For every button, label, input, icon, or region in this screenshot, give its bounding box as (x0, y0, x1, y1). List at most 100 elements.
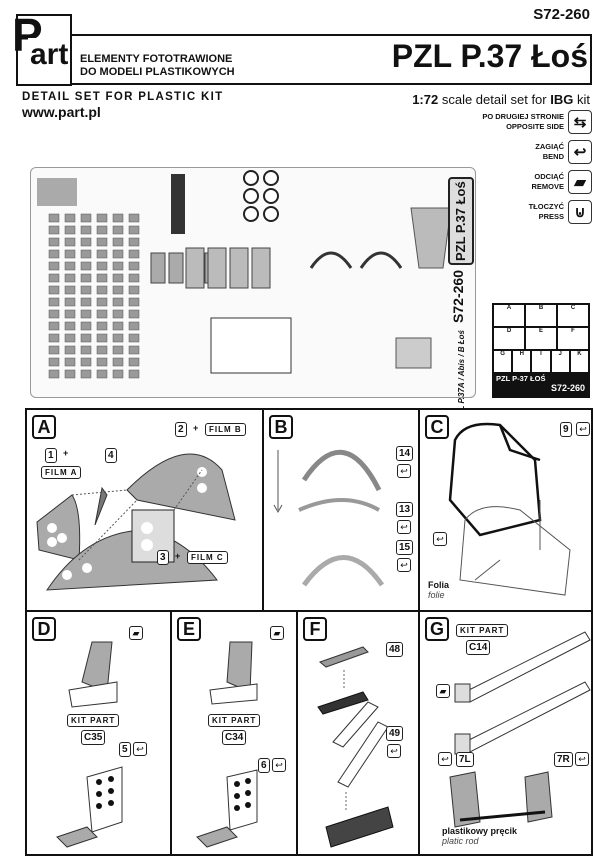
step-g: G KIT PART C14 ▰ ↩ 7L 7R ↩ plastikowy pr… (418, 610, 593, 856)
sheet-map-cell: I (532, 351, 550, 372)
fret-part (185, 247, 205, 289)
fret-part (263, 170, 279, 186)
fret-part (80, 309, 92, 319)
remove-icon: ▰ (436, 684, 450, 698)
remove-icon: ▰ (129, 626, 143, 640)
fret-part (80, 261, 92, 271)
fret-part (64, 213, 76, 223)
fret-part (48, 213, 60, 223)
sheet-map-cell: B (526, 305, 556, 326)
fret-part (96, 345, 108, 355)
fret-part (48, 369, 60, 379)
remove-icon: ▰ (270, 626, 284, 640)
bend-icon: ↩ (133, 742, 147, 756)
fret-part (48, 249, 60, 259)
fret-part (48, 321, 60, 331)
fret-part (243, 170, 259, 186)
fret-part (128, 237, 140, 247)
fret-part (96, 321, 108, 331)
fret-part (80, 285, 92, 295)
step-label: G (425, 617, 449, 641)
fret-part (168, 252, 184, 284)
website-link[interactable]: www.part.pl (22, 104, 101, 120)
fret-part (96, 357, 108, 367)
fret-name-plate: PZL P.37 Łoś (448, 177, 474, 265)
fret-part (80, 357, 92, 367)
fret-part (64, 225, 76, 235)
fret-part (96, 225, 108, 235)
fret-part (48, 225, 60, 235)
step-label: E (177, 617, 201, 641)
fret-part (128, 249, 140, 259)
fret-part (309, 251, 353, 269)
fret-part (96, 213, 108, 223)
fret-part (243, 206, 259, 222)
sheet-map-cell: K (570, 351, 589, 372)
fret-part (48, 309, 60, 319)
fret-part (128, 285, 140, 295)
fret-part (48, 345, 60, 355)
fret-part (96, 237, 108, 247)
fret-part (128, 213, 140, 223)
fret-part (128, 357, 140, 367)
sheet-map-cell: F (558, 328, 588, 349)
fret-part (48, 297, 60, 307)
fret-part (80, 297, 92, 307)
fret-part (112, 321, 124, 331)
fret-part (80, 333, 92, 343)
seat-drawing (196, 641, 258, 848)
fret-part (263, 206, 279, 222)
fret-part (80, 369, 92, 379)
fret-part (112, 333, 124, 343)
page-title: PZL P.37 Łoś (391, 38, 588, 74)
fret-part (128, 321, 140, 331)
fret-part (64, 309, 76, 319)
fret-part (128, 345, 140, 355)
fret-part (64, 345, 76, 355)
fret-part (410, 207, 452, 269)
fret-part (251, 247, 271, 289)
sheet-map-cell: D (494, 328, 524, 349)
fret-part (210, 317, 292, 374)
sheet-map-cell: E (526, 328, 556, 349)
detail-set-text: DETAIL SET FOR PLASTIC KIT (22, 91, 224, 103)
fret-part (263, 188, 279, 204)
header-rule-right (590, 34, 592, 85)
fret-part (64, 369, 76, 379)
step-label: B (269, 415, 293, 439)
fret-part (64, 357, 76, 367)
bend-icon: ↩ (397, 464, 411, 478)
step-e: E ▰ KIT PART C34 6 ↩ (170, 610, 298, 856)
fret-part (112, 213, 124, 223)
fret-parts-drawing (37, 170, 452, 379)
fret-part (128, 225, 140, 235)
fret-part (48, 261, 60, 271)
photoetch-fret (30, 167, 476, 398)
fret-part (243, 188, 259, 204)
fret-part (395, 337, 432, 369)
fret-part (112, 297, 124, 307)
fret-part (48, 357, 60, 367)
fret-part (48, 285, 60, 295)
part-logo: P art (12, 9, 72, 86)
step-a: A 1 + FILM A 4 2 + FILM B 3 + FILM C (25, 408, 264, 612)
fret-part (64, 249, 76, 259)
fret-part (150, 252, 166, 284)
sheet-map-cell: H (513, 351, 531, 372)
fret-part (112, 345, 124, 355)
fret-part (80, 345, 92, 355)
rudder-pedals-drawing (449, 631, 591, 828)
step-label: F (303, 617, 327, 641)
canopy-frames-drawing (273, 450, 385, 587)
opposite-side-icon: ⇆ (568, 110, 592, 134)
strap-drawing (317, 646, 394, 848)
step-label: C (425, 415, 449, 439)
fret-part (96, 285, 108, 295)
sheet-map-cell: A (494, 305, 524, 326)
step-d: D ▰ KIT PART C35 5 ↩ (25, 610, 172, 856)
seat-drawing (56, 641, 123, 848)
fret-part (112, 309, 124, 319)
press-icon: ⊍ (568, 200, 592, 224)
